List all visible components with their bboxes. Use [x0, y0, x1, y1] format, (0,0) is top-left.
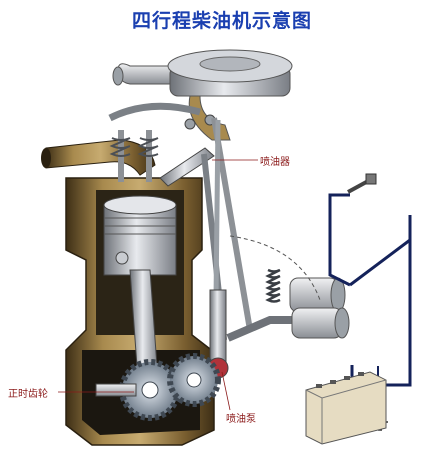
starter-motor [229, 235, 350, 339]
battery [305, 371, 387, 445]
piston [103, 195, 177, 381]
injector-assembly [159, 117, 300, 342]
timing-gears [95, 353, 221, 421]
exhaust-pipe [41, 139, 156, 176]
air-filter [112, 49, 293, 141]
page-title: 四行程柴油机示意图 [131, 10, 312, 32]
injector-label: 喷油器 [260, 157, 290, 168]
leader-lines [58, 159, 258, 411]
timing-gear-label: 正时齿轮 [8, 389, 48, 400]
valves [108, 102, 216, 182]
pump-label: 喷油泵 [226, 414, 256, 425]
